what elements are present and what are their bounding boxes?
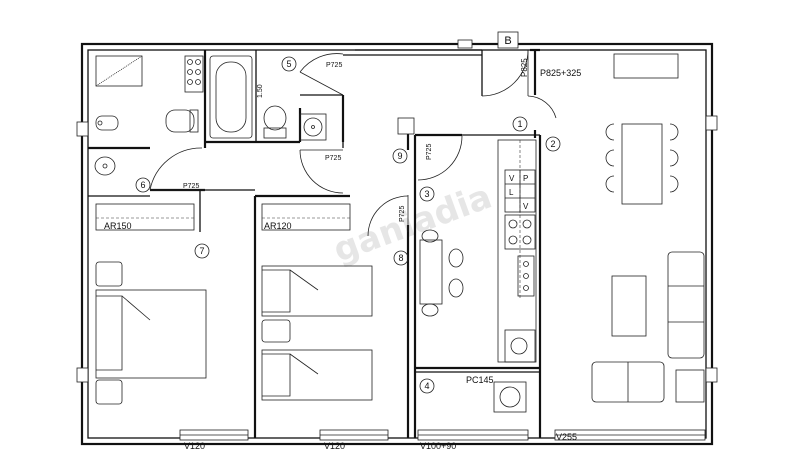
bedroom-furniture (95, 203, 373, 405)
door-label-bedroom: P725 (183, 183, 199, 190)
room-number-3: 3 (424, 189, 429, 199)
room-numbers: 1 2 3 4 5 6 7 8 9 (135, 56, 561, 394)
doors (149, 49, 557, 237)
window-label-living: V255 (556, 432, 577, 442)
door-label-corridor: P725 (325, 155, 341, 162)
door-label-entry-side: P825 (520, 58, 529, 77)
living-furniture (591, 123, 705, 403)
interior-walls (88, 48, 542, 438)
room-number-7: 7 (199, 246, 204, 256)
window-label-bed2: V120 (324, 441, 345, 451)
door-label-hall: P725 (399, 206, 406, 222)
room-number-2: 2 (550, 139, 555, 149)
window-label-kitchen: V100+90 (420, 441, 456, 451)
watermark: ganiadia (328, 177, 497, 271)
window-label-bed1: V120 (184, 441, 205, 451)
room-number-8: 8 (398, 253, 403, 263)
wardrobe-label-main: AR150 (104, 221, 132, 231)
room-number-4: 4 (424, 381, 429, 391)
bathroom-fixtures (94, 55, 327, 176)
appliance-l-label: L (509, 188, 514, 197)
section-marker: B (504, 35, 511, 47)
door-label-kitchen: P725 (426, 144, 433, 160)
labels: P725 P725 P725 P825+325 P825 P725 P725 A… (104, 58, 581, 451)
section-marker-box (497, 31, 519, 49)
boiler-label: PC145 (466, 375, 494, 385)
door-label-entry: P825+325 (540, 68, 581, 78)
windows (179, 53, 706, 441)
wardrobe-label-second: AR120 (264, 221, 292, 231)
appliance-p-label: P (523, 174, 528, 183)
room-number-1: 1 (517, 119, 522, 129)
door-label-bath: P725 (326, 62, 342, 69)
kitchen-fixtures (419, 139, 537, 413)
appliance-v2-label: V (523, 202, 529, 211)
room-number-5: 5 (286, 59, 291, 69)
appliance-v-label: V (509, 174, 515, 183)
room-number-9: 9 (397, 151, 402, 161)
room-number-6: 6 (140, 180, 145, 190)
bath-dimension: 1.50 (257, 84, 264, 98)
